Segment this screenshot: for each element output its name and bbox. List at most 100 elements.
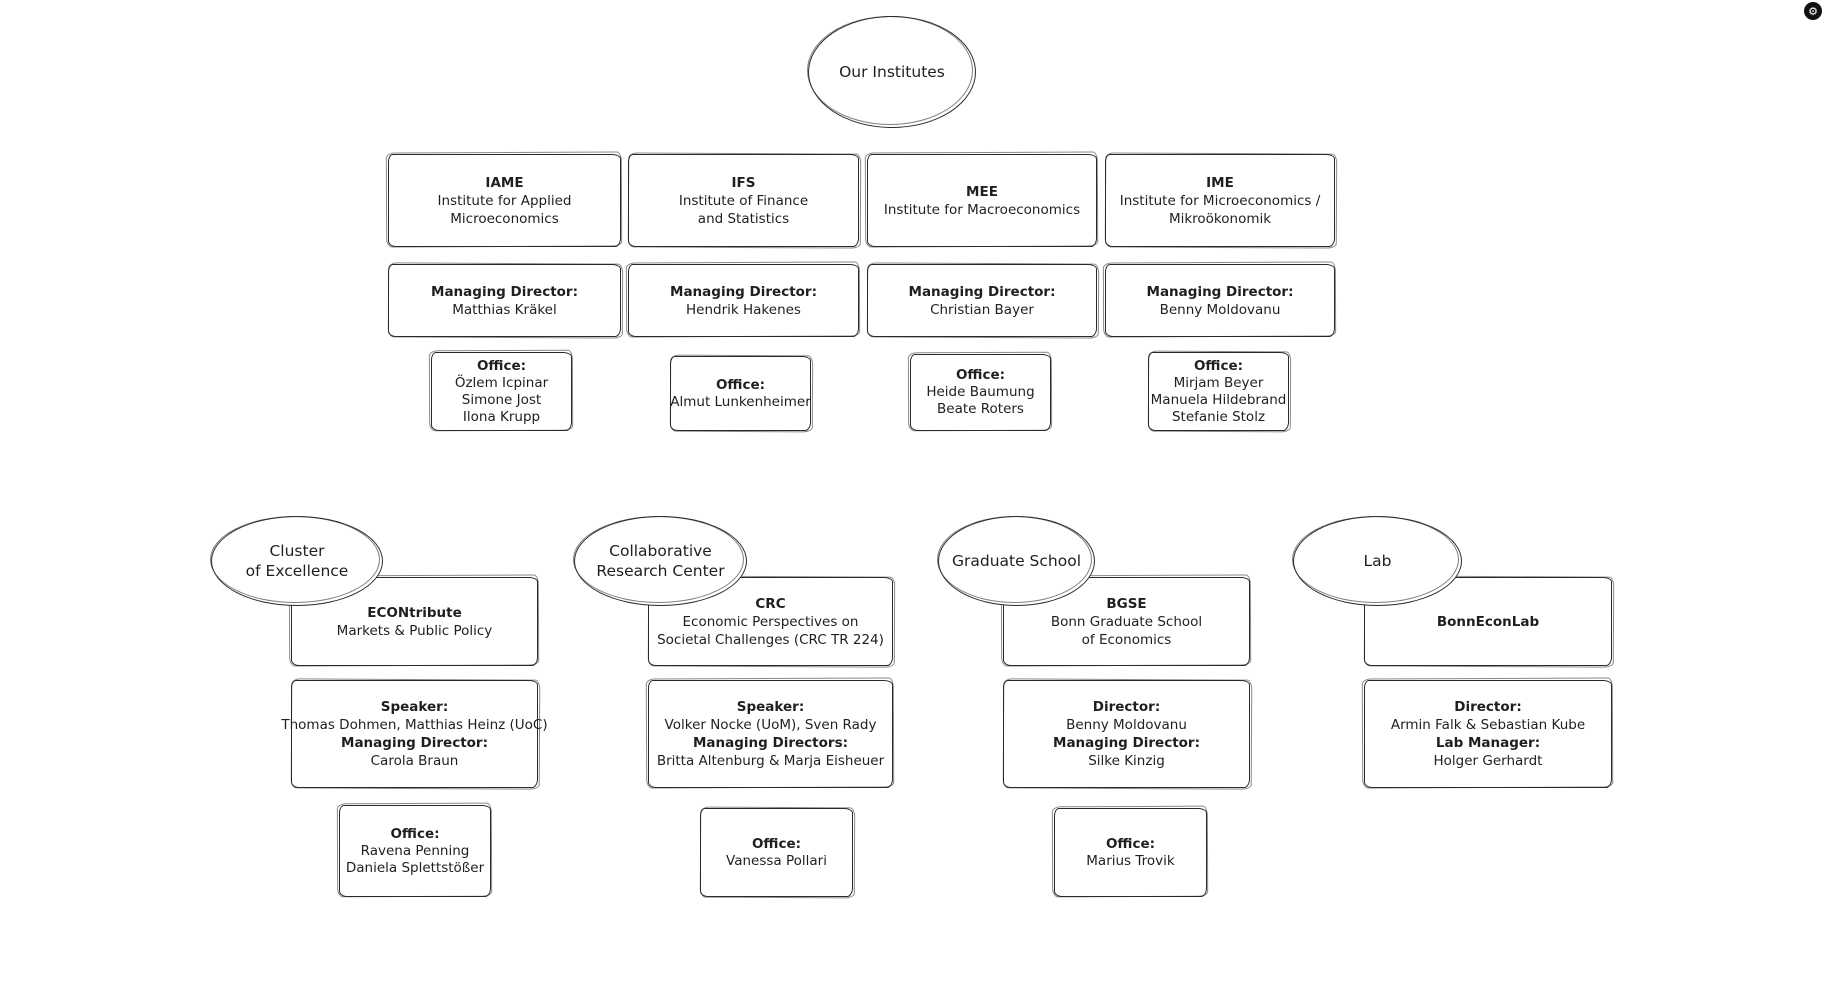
institute-name-line: Microeconomics xyxy=(450,210,559,227)
person-name: Volker Nocke (UoM), Sven Rady xyxy=(664,717,877,733)
director-box-iame: Managing Director: Matthias Kräkel xyxy=(388,264,621,337)
our-institutes-ellipse: Our Institutes xyxy=(807,16,976,128)
institute-box-ifs: IFS Institute of Finance and Statistics xyxy=(628,154,859,247)
leadership-box-econtribute: Speaker: Thomas Dohmen, Matthias Heinz (… xyxy=(281,680,548,788)
person-name: Britta Altenburg & Marja Eisheuer xyxy=(656,753,885,769)
group-title: CRC xyxy=(755,595,786,612)
role-label: Managing Director: xyxy=(670,283,817,300)
office-person: Heide Baumung xyxy=(926,384,1035,400)
group-title: BGSE xyxy=(1106,595,1147,612)
office-box-iame: Office: Özlem Icpinar Simone Jost Ilona … xyxy=(431,352,572,431)
group-subtitle-line: of Economics xyxy=(1081,631,1172,648)
ellipse-label-line: of Excellence xyxy=(245,562,349,580)
person-name: Silke Kinzig xyxy=(1088,753,1165,769)
ellipse-label-line: Collaborative xyxy=(609,542,712,560)
institute-name-line: Institute for Microeconomics / xyxy=(1119,192,1321,209)
office-label: Office: xyxy=(715,376,766,393)
office-box-econtribute: Office: Ravena Penning Daniela Splettstö… xyxy=(339,805,491,897)
corner-badge-icon[interactable]: ⚙ xyxy=(1804,2,1822,20)
institute-name-line: Institute for Applied xyxy=(437,192,572,209)
institute-box-iame: IAME Institute for Applied Microeconomic… xyxy=(388,154,621,247)
person-name: Benny Moldovanu xyxy=(1066,717,1187,733)
office-person: Mirjam Beyer xyxy=(1173,374,1264,391)
role-label: Speaker: xyxy=(736,699,805,715)
group-subtitle-line: Bonn Graduate School xyxy=(1050,613,1203,630)
collaborative-research-center-ellipse: Collaborative Research Center xyxy=(573,516,747,606)
role-label: Lab Manager: xyxy=(1435,735,1541,751)
group-box-crc: CRC Economic Perspectives on Societal Ch… xyxy=(648,577,893,666)
group-box-econtribute: ECONtribute Markets & Public Policy xyxy=(291,577,538,666)
role-label: Director: xyxy=(1454,699,1522,715)
institute-name-line: Mikroökonomik xyxy=(1168,210,1272,227)
group-title: ECONtribute xyxy=(367,604,462,621)
institute-name-line: and Statistics xyxy=(697,210,790,227)
ellipse-label-line: Graduate School xyxy=(951,552,1082,570)
person-name: Thomas Dohmen, Matthias Heinz (UoC) xyxy=(281,717,548,733)
director-box-ifs: Managing Director: Hendrik Hakenes xyxy=(628,264,859,337)
person-name: Benny Moldovanu xyxy=(1159,301,1281,318)
leadership-box-bgse: Director: Benny Moldovanu Managing Direc… xyxy=(1003,680,1250,788)
group-box-bonneconlab: BonnEconLab xyxy=(1364,577,1612,666)
office-label: Office: xyxy=(1193,357,1244,374)
role-label: Managing Director: xyxy=(1146,283,1294,300)
office-label: Office: xyxy=(476,357,527,374)
person-name: Carola Braun xyxy=(370,753,459,769)
group-subtitle-line: Markets & Public Policy xyxy=(336,622,493,639)
office-label: Office: xyxy=(751,835,802,852)
director-box-ime: Managing Director: Benny Moldovanu xyxy=(1105,264,1335,337)
person-name: Armin Falk & Sebastian Kube xyxy=(1390,717,1586,733)
ellipse-label: Our Institutes xyxy=(839,63,945,81)
office-box-crc: Office: Vanessa Pollari xyxy=(700,808,853,897)
office-person: Simone Jost xyxy=(461,391,542,408)
office-label: Office: xyxy=(955,367,1006,383)
office-person: Almut Lunkenheimer xyxy=(670,393,811,410)
office-person: Daniela Splettstößer xyxy=(345,859,485,876)
office-box-mee: Office: Heide Baumung Beate Roters xyxy=(910,354,1051,431)
institute-name-line: Institute of Finance xyxy=(678,192,809,209)
role-label: Managing Directors: xyxy=(693,735,848,751)
institute-abbr: IFS xyxy=(731,174,756,191)
ellipse-label-line: Lab xyxy=(1363,552,1392,570)
person-name: Christian Bayer xyxy=(930,301,1034,318)
gear-icon: ⚙ xyxy=(1808,4,1818,18)
office-person: Vanessa Pollari xyxy=(726,852,827,869)
role-label: Director: xyxy=(1092,699,1161,715)
director-box-mee: Managing Director: Christian Bayer xyxy=(867,264,1097,337)
institute-abbr: IAME xyxy=(485,174,524,191)
office-label: Office: xyxy=(390,825,440,842)
cluster-of-excellence-ellipse: Cluster of Excellence xyxy=(210,516,383,606)
ellipse-label-line: Research Center xyxy=(596,562,725,580)
role-label: Managing Director: xyxy=(908,283,1056,300)
lab-ellipse: Lab xyxy=(1292,516,1462,606)
office-box-ifs: Office: Almut Lunkenheimer xyxy=(670,356,811,431)
group-subtitle-line: Societal Challenges (CRC TR 224) xyxy=(657,631,884,648)
office-person: Ravena Penning xyxy=(360,842,470,859)
person-name: Hendrik Hakenes xyxy=(686,301,801,318)
leadership-box-crc: Speaker: Volker Nocke (UoM), Sven Rady M… xyxy=(648,680,893,788)
office-person: Stefanie Stolz xyxy=(1171,408,1266,425)
role-label: Managing Director: xyxy=(431,283,578,300)
institute-abbr: IME xyxy=(1206,174,1234,191)
person-name: Holger Gerhardt xyxy=(1433,753,1543,769)
group-subtitle-line: Economic Perspectives on xyxy=(682,613,859,630)
group-title: BonnEconLab xyxy=(1436,613,1540,630)
group-box-bgse: BGSE Bonn Graduate School of Economics xyxy=(1003,577,1250,666)
institute-abbr: MEE xyxy=(966,183,998,200)
office-person: Marius Trovik xyxy=(1086,852,1175,869)
role-label: Speaker: xyxy=(380,699,449,715)
role-label: Managing Director: xyxy=(1053,735,1200,751)
institute-name-line: Institute for Macroeconomics xyxy=(883,201,1081,218)
office-box-bgse: Office: Marius Trovik xyxy=(1054,808,1207,897)
office-label: Office: xyxy=(1105,835,1156,852)
person-name: Matthias Kräkel xyxy=(452,301,557,318)
office-box-ime: Office: Mirjam Beyer Manuela Hildebrand … xyxy=(1148,352,1289,431)
office-person: Özlem Icpinar xyxy=(454,374,549,391)
leadership-box-bonneconlab: Director: Armin Falk & Sebastian Kube La… xyxy=(1364,680,1612,788)
office-person: Ilona Krupp xyxy=(462,408,541,425)
institute-box-ime: IME Institute for Microeconomics / Mikro… xyxy=(1105,154,1335,247)
ellipse-label-line: Cluster xyxy=(269,542,325,560)
institute-box-mee: MEE Institute for Macroeconomics xyxy=(867,154,1097,247)
office-person: Manuela Hildebrand xyxy=(1150,391,1287,408)
role-label: Managing Director: xyxy=(341,735,488,751)
